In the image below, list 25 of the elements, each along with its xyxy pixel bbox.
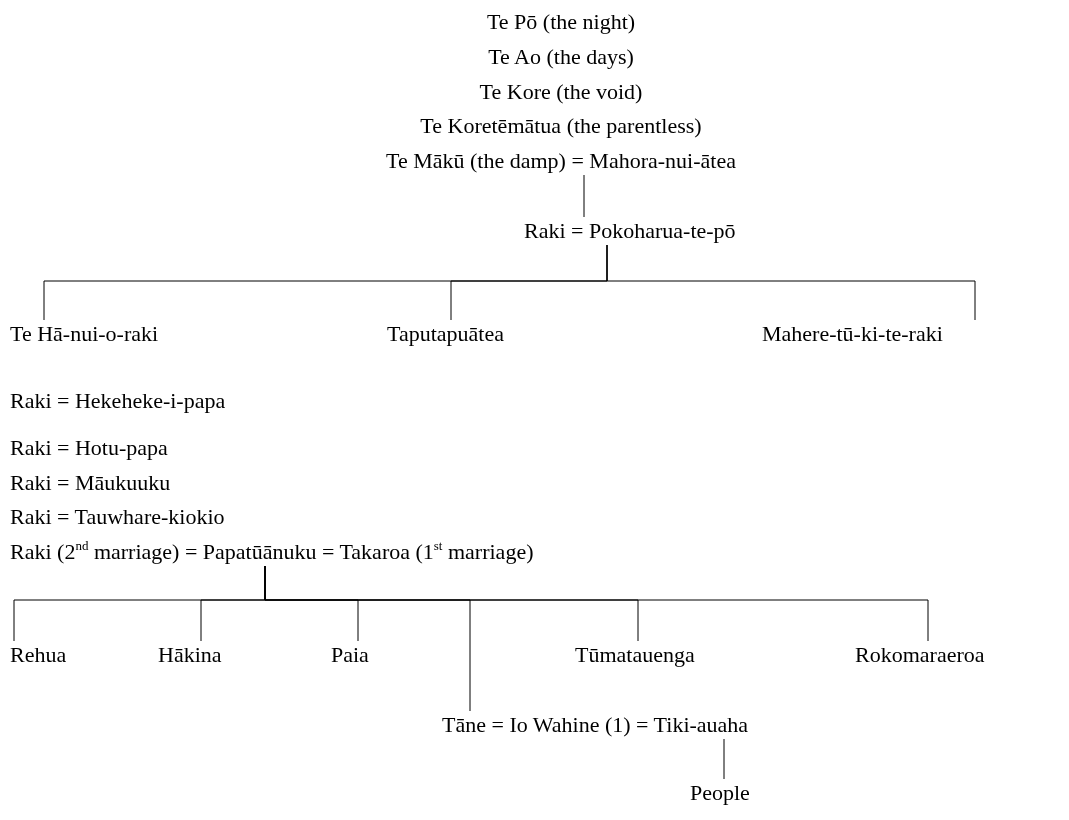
genealogy-entry: Rehua (10, 642, 67, 668)
genealogy-entry: Raki = Māukuuku (10, 470, 171, 496)
descent-line (264, 565, 929, 642)
genealogy-entry: Tāne = Io Wahine (1) = Tiki-auaha (442, 712, 749, 738)
descent-line (583, 174, 585, 218)
genealogy-entry: Raki = Tauwhare-kiokio (10, 504, 225, 530)
genealogy-entry: Te Mākū (the damp) = Mahora-nui-ātea (386, 148, 736, 174)
genealogy-entry: Raki (2$^{nd}$ marriage) = Papatūānuku = Takaroa (1$^{st}$ marriage) (10, 539, 534, 565)
genealogy-entry: Raki = Hotu-papa (10, 435, 168, 461)
genealogy-entry: Paia (331, 642, 369, 668)
genealogy-entry: Te Kore (the void) (479, 79, 643, 105)
genealogy-entry: Rokomaraeroa (855, 642, 985, 668)
descent-line (606, 244, 976, 321)
genealogy-entry: Te Ao (the days) (488, 44, 634, 70)
genealogy-entry: Tūmatauenga (575, 642, 695, 668)
genealogy-entry: People (690, 780, 750, 806)
genealogy-entry: Raki = Hekeheke-i-papa (10, 388, 226, 414)
genealogy-entry: Taputapuātea (387, 321, 504, 347)
genealogy-entry: Te Koretēmātua (the parentless) (420, 113, 702, 139)
genealogy-entry: Raki = Pokoharua-te-pō (524, 218, 736, 244)
genealogy-entry: Te Hā-nui-o-raki (10, 321, 159, 347)
genealogy-entry: Hākina (158, 642, 222, 668)
genealogy-entry: Te Pō (the night) (486, 9, 636, 35)
descent-line (723, 738, 725, 780)
genealogy-entry: Mahere-tū-ki-te-raki (762, 321, 943, 347)
